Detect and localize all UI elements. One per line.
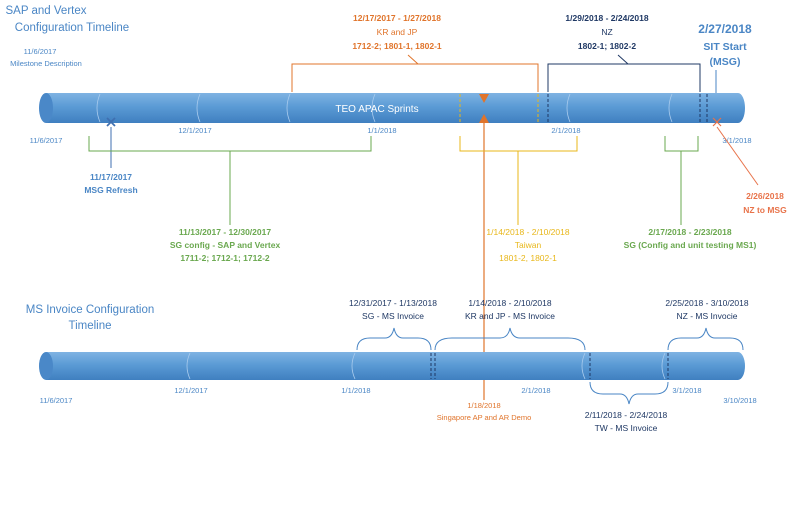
sg-config-bracket (88, 136, 372, 152)
sit-msg: (MSG) (710, 56, 741, 68)
tw-invoice-name: TW - MS Invoice (595, 423, 658, 433)
demo-marker-top (479, 94, 489, 103)
taiwan-sprints: 1801-2, 1802-1 (499, 253, 557, 263)
top-bar-label: TEO APAC Sprints (335, 104, 418, 115)
krjp-invoice-brace (434, 327, 586, 351)
bottom-tick-feb: 2/1/2018 (521, 386, 550, 395)
bottom-title-line1: MS Invoice Configuration (26, 304, 154, 316)
sit-label: SIT Start (703, 41, 747, 53)
demo-date: 1/18/2018 (467, 401, 500, 410)
nz-bracket (547, 63, 701, 92)
kr-jp-dates: 12/17/2017 - 1/27/2018 (353, 13, 441, 23)
tw-invoice-dates: 2/11/2018 - 2/24/2018 (585, 410, 668, 420)
top-title-line2: Configuration Timeline (15, 22, 129, 34)
taiwan-name: Taiwan (515, 240, 542, 250)
sg-invoice-name: SG - MS Invoice (362, 311, 424, 321)
top-start-date: 11/6/2017 (30, 136, 63, 145)
top-end-date: 3/1/2018 (722, 136, 751, 145)
kr-jp-bracket (291, 63, 539, 92)
nz-invoice-brace (667, 327, 744, 351)
nz-connector (617, 54, 629, 65)
nz-sprints: 1802-1; 1802-2 (578, 41, 636, 51)
sg-invoice-brace (356, 327, 432, 351)
kr-jp-name: KR and JP (377, 27, 418, 37)
kr-jp-sprints: 1712-2; 1801-1, 1802-1 (352, 41, 442, 51)
bottom-end-date: 3/10/2018 (723, 396, 756, 405)
top-tick-feb: 2/1/2018 (551, 126, 580, 135)
krjp-invoice-dates: 1/14/2018 - 2/10/2018 (468, 298, 551, 308)
msg-refresh-marker (106, 117, 116, 168)
taiwan-bracket (459, 136, 578, 152)
taiwan-dates: 1/14/2018 - 2/10/2018 (486, 227, 569, 237)
bottom-tick-jan: 1/1/2018 (341, 386, 370, 395)
top-timeline-bar (39, 93, 745, 123)
top-tick-jan: 1/1/2018 (367, 126, 396, 135)
krjp-invoice-name: KR and JP - MS Invoice (465, 311, 555, 321)
tw-invoice-brace (589, 381, 669, 405)
bottom-timeline-bar (39, 352, 745, 380)
milestone-description: Milestone Description (10, 59, 82, 68)
nz-msg-label: NZ to MSG (743, 205, 787, 215)
bottom-title-line2: Timeline (68, 320, 111, 332)
nz-msg-date: 2/26/2018 (746, 191, 784, 201)
demo-label: Singapore AP and AR Demo (437, 413, 532, 422)
top-title-line1: SAP and Vertex (6, 5, 87, 17)
sg-config-name: SG config - SAP and Vertex (170, 240, 281, 250)
bottom-tick-dec: 12/1/2017 (174, 386, 207, 395)
sg-unit-dates: 2/17/2018 - 2/23/2018 (648, 227, 731, 237)
milestone-date: 11/6/2017 (24, 47, 57, 56)
msg-refresh-label: MSG Refresh (84, 185, 137, 195)
sit-date: 2/27/2018 (698, 22, 752, 36)
kr-jp-connector (407, 54, 419, 65)
bottom-tick-mar: 3/1/2018 (672, 386, 701, 395)
sg-unit-name: SG (Config and unit testing MS1) (624, 240, 757, 250)
nz-msg-marker (712, 117, 759, 186)
sg-unit-bracket (664, 136, 699, 152)
sg-config-dates: 11/13/2017 - 12/30/2017 (179, 227, 271, 237)
sg-invoice-dates: 12/31/2017 - 1/13/2018 (349, 298, 437, 308)
top-tick-dec: 12/1/2017 (178, 126, 211, 135)
nz-dates: 1/29/2018 - 2/24/2018 (565, 13, 648, 23)
demo-marker-bottom (479, 114, 489, 123)
sg-config-sprints: 1711-2; 1712-1; 1712-2 (180, 253, 270, 263)
nz-invoice-name: NZ - MS Invocie (677, 311, 738, 321)
nz-invoice-dates: 2/25/2018 - 3/10/2018 (665, 298, 748, 308)
bottom-start-date: 11/6/2017 (40, 396, 73, 405)
nz-name: NZ (601, 27, 612, 37)
msg-refresh-date: 11/17/2017 (90, 172, 132, 182)
